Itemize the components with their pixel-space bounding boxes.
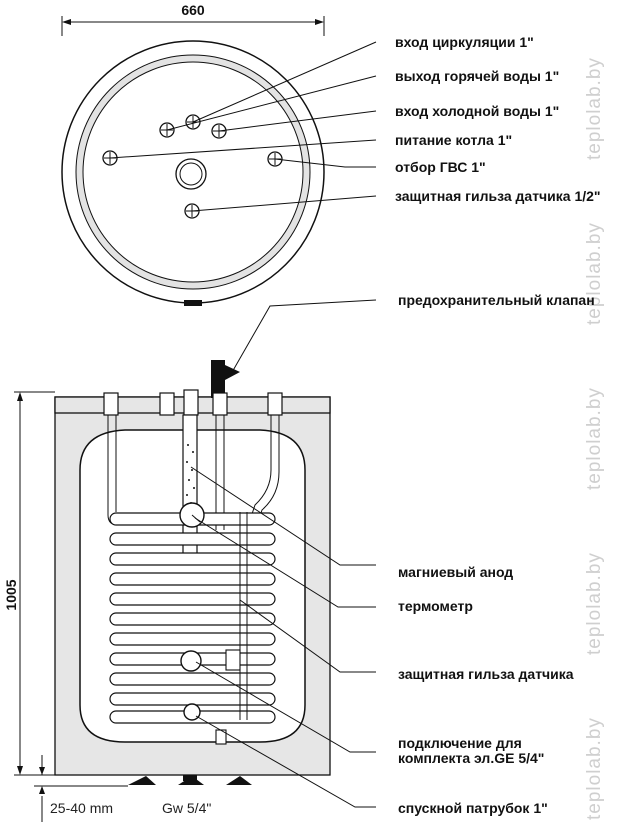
foot-dim-arrow-bottom [39,786,45,794]
leader-drain [195,715,376,808]
bottom-range-label: 25-40 mm [50,800,113,816]
height-arrow-top [17,392,23,401]
coil-return-pipe [239,512,248,720]
watermark-text-1: teplolab.by [584,717,605,820]
watermark-text-4: teplolab.by [584,222,605,325]
leader-magnesium-anode [190,466,376,566]
center-flange-inner [179,162,203,186]
watermark: teplolab.by teplolab.by teplolab.by tepl… [584,57,605,820]
label-electric-kit-line2: комплекта эл.GE 5/4" [398,750,544,766]
label-drain: спускной патрубок 1" [398,800,548,816]
dim-arrow-right [315,19,324,25]
leader-boiler-feed [109,139,377,159]
leader-hot-water [166,75,377,131]
foot-right [226,776,252,785]
label-electric-kit-line1: подключение для [398,735,522,751]
leader-safety-valve [230,299,377,375]
electric-kit-port [180,650,202,672]
label-sensor-sleeve-top: защитная гильза датчика 1/2" [395,188,601,204]
label-hot-water-out: выход горячей воды 1" [395,68,559,84]
leader-electric-kit [195,661,376,753]
leader-sensor-top [191,195,377,212]
height-label: 1005 [3,579,19,610]
leader-dhw [274,158,376,168]
valve-stub-top [184,300,202,306]
top-view: 660 [61,2,601,306]
heating-coil [109,512,276,724]
label-safety-valve: предохранительный клапан [398,292,595,308]
label-dhw-draw: отбор ГВС 1" [395,159,486,175]
label-boiler-feed: питание котла 1" [395,132,512,148]
watermark-text-5: teplolab.by [584,57,605,160]
coil-pipe-right-b [257,415,280,523]
label-magnesium-anode: магниевый анод [398,564,513,580]
nozzle-1 [103,392,119,416]
height-arrow-bottom [17,766,23,775]
sensor-sleeve-body [225,649,241,671]
leader-cold-water [218,110,377,132]
safety-valve-body [211,360,225,398]
watermark-text-2: teplolab.by [584,552,605,655]
label-circulation-in: вход циркуляции 1" [395,34,534,50]
side-view: предохранительный клапан магниевый анод … [3,292,595,822]
coil-pipe-right-a [249,415,272,521]
nozzle-2 [159,392,175,416]
leader-thermometer [194,517,376,608]
leader-circulation [192,41,377,123]
nozzle-5 [267,392,283,416]
watermark-text-3: teplolab.by [584,387,605,490]
dim-arrow-left [62,19,71,25]
bottom-thread-label: Gw 5/4" [162,800,211,816]
nozzle-3 [183,389,199,416]
label-cold-water-in: вход холодной воды 1" [395,103,559,119]
foot-left [128,776,156,785]
safety-valve-outlet [225,365,240,380]
drain-port [183,703,201,721]
nozzle-4 [212,392,228,416]
drain-stub [183,775,197,781]
foot-dim-arrow-top [39,767,45,775]
label-thermometer: термометр [398,598,473,614]
width-label: 660 [181,2,205,18]
label-sensor-sleeve-side: защитная гильза датчика [398,666,574,682]
leader-sensor-sleeve-side [239,599,376,673]
